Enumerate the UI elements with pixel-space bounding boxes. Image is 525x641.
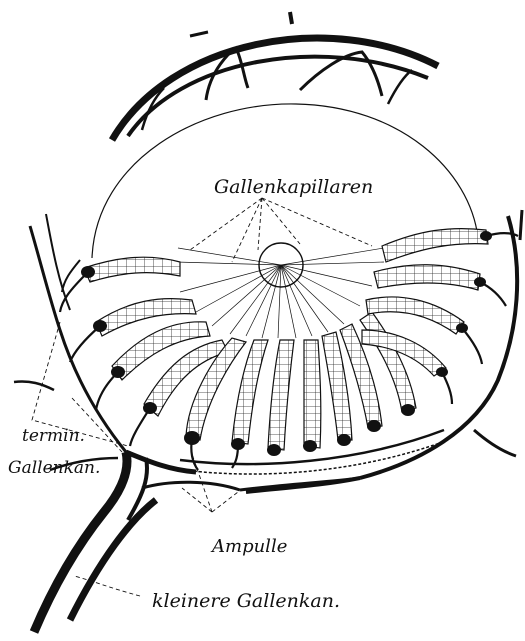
label-kleinere-gallenkan: kleinere Gallenkan. [152, 592, 340, 611]
label-ampulle: Ampulle [212, 538, 287, 556]
label-termin: termin. [22, 428, 85, 445]
label-gallenkapillaren: Gallenkapillaren [214, 178, 373, 197]
top-vessel [112, 12, 438, 140]
label-gallenkan: Gallenkan. [8, 460, 100, 477]
